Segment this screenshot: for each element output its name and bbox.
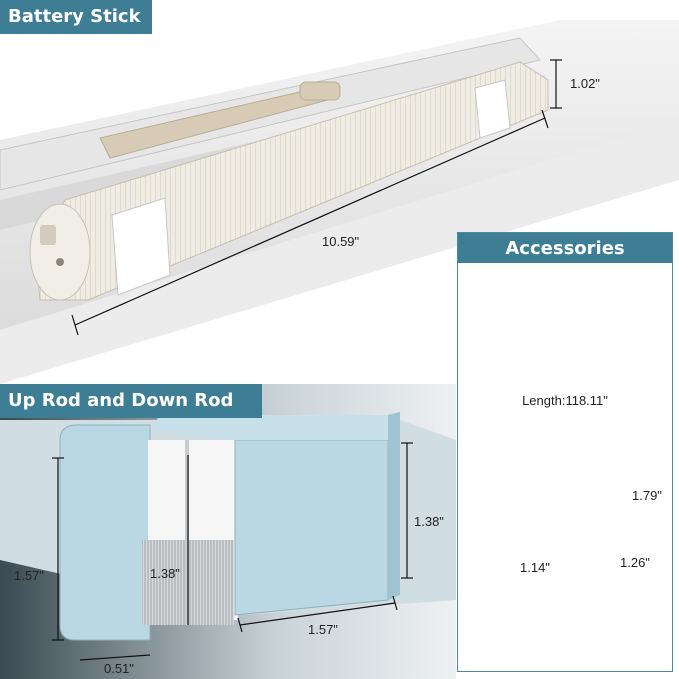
- cord-clip-illustration: [99, 81, 341, 159]
- rod-width-dimension-line: [79, 654, 151, 661]
- rod-height-inner-text: 1.38": [150, 566, 180, 581]
- rod-depth-dimension-line: [237, 595, 398, 633]
- rod-width-text: 0.51": [104, 661, 134, 676]
- accessories-panel: Accessories Length:118.11": [457, 232, 673, 672]
- bracket-width-b-text: 1.26": [620, 555, 650, 570]
- bracket-height-text: 1.79": [632, 488, 662, 503]
- battery-length-text: 10.59": [322, 234, 360, 249]
- battery-stick-label: Battery Stick: [0, 0, 152, 34]
- battery-stick-illustration: [29, 61, 549, 301]
- rod-height-outer-text: 1.57": [14, 568, 44, 583]
- cable-length-text: Length:118.11": [522, 393, 608, 408]
- rod-height-right-dimension-line: [401, 442, 413, 579]
- rod-height-right-text: 1.38": [414, 514, 444, 529]
- rod-height-outer-dimension-line: [52, 457, 64, 641]
- rod-illustration: [0, 384, 456, 679]
- up-down-rod-label: Up Rod and Down Rod: [0, 384, 262, 418]
- battery-height-dimension-line: [550, 59, 562, 109]
- rod-depth-text: 1.57": [308, 622, 338, 637]
- battery-length-dimension-line: [71, 109, 549, 336]
- bracket-width-a-text: 1.14": [520, 560, 550, 575]
- accessories-header: Accessories: [458, 233, 672, 263]
- battery-height-text: 1.02": [570, 76, 600, 91]
